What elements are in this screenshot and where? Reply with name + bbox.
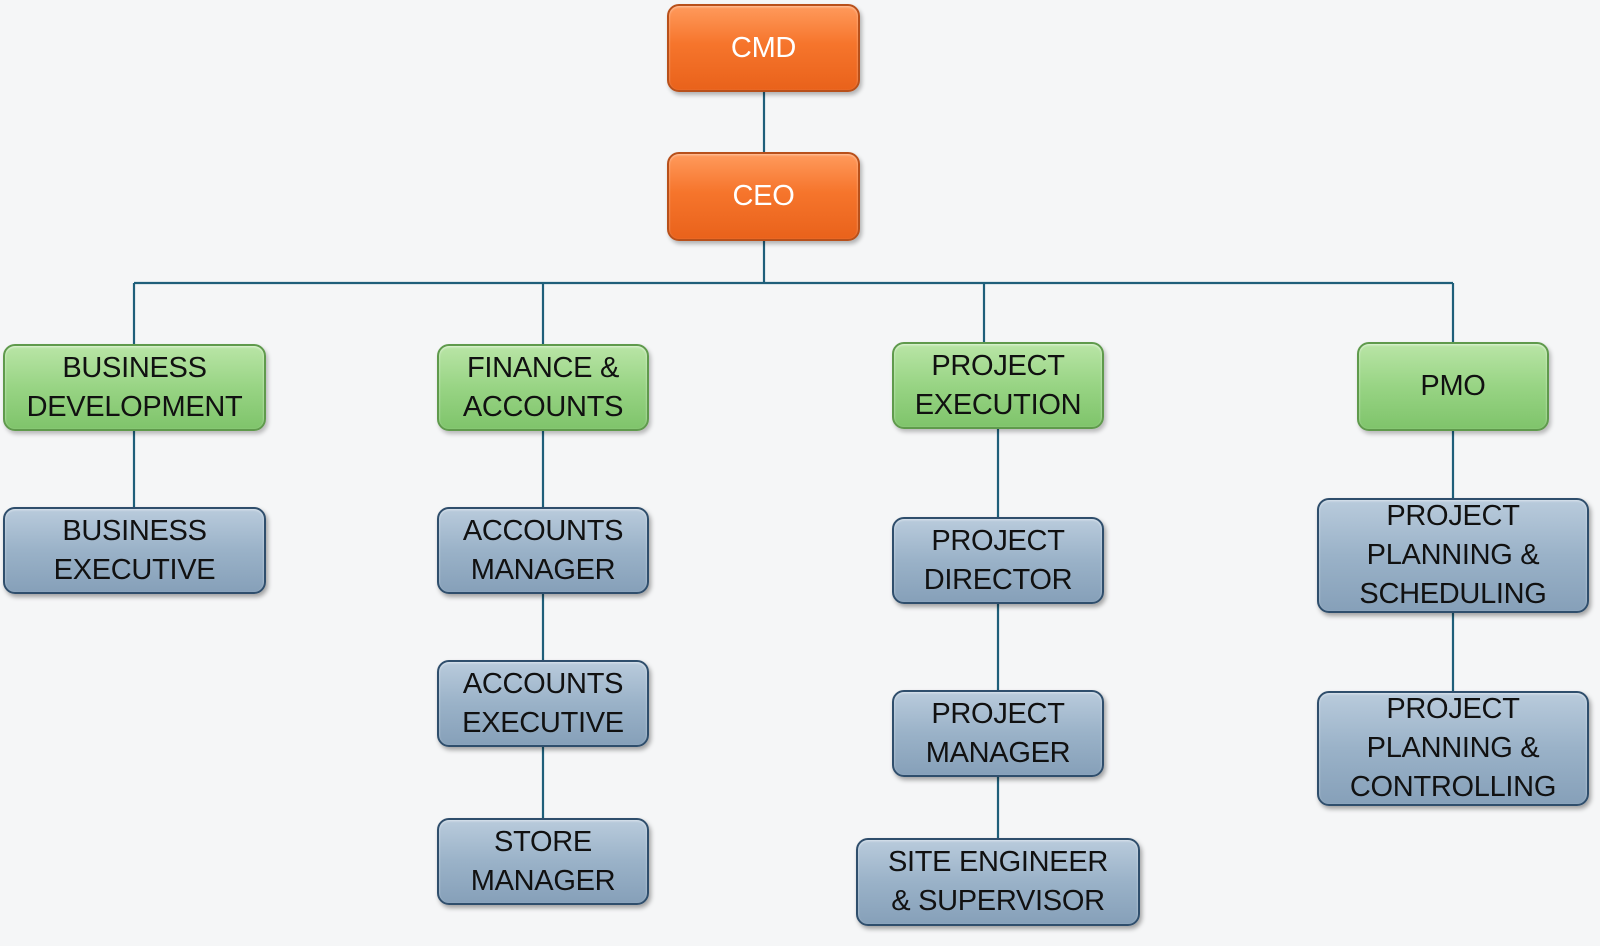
node-site-engineer-supervisor-line-1: SITE ENGINEER — [887, 846, 1109, 878]
node-project-director-line-1: PROJECT — [931, 524, 1065, 557]
node-ceo: CEO — [667, 152, 860, 241]
node-site-engineer-supervisor: SITE ENGINEER & SUPERVISOR — [856, 838, 1140, 926]
node-project-director-line-2: DIRECTOR — [923, 563, 1073, 596]
node-finance-accounts-line-2: ACCOUNTS — [462, 390, 624, 423]
node-accounts-manager: ACCOUNTS MANAGER — [437, 507, 649, 594]
node-project-execution-line-2: EXECUTION — [914, 388, 1082, 421]
node-accounts-executive-line-2: EXECUTIVE — [462, 706, 624, 739]
node-project-planning-scheduling: PROJECT PLANNING & SCHEDULING — [1317, 498, 1589, 613]
node-project-director: PROJECT DIRECTOR — [892, 517, 1104, 604]
node-project-planning-controlling-line-3: CONTROLLING — [1349, 771, 1557, 803]
node-project-manager: PROJECT MANAGER — [892, 690, 1104, 777]
node-cmd: CMD — [667, 4, 860, 92]
node-project-manager-line-2: MANAGER — [925, 736, 1071, 769]
node-business-executive-line-2: EXECUTIVE — [53, 553, 216, 586]
node-business-executive: BUSINESS EXECUTIVE — [3, 507, 266, 594]
node-business-development-line-1: BUSINESS — [62, 351, 207, 384]
node-project-planning-scheduling-line-2: PLANNING & — [1366, 539, 1540, 571]
node-accounts-executive-line-1: ACCOUNTS — [462, 667, 624, 700]
node-finance-accounts: FINANCE & ACCOUNTS — [437, 344, 649, 431]
node-project-execution: PROJECT EXECUTION — [892, 342, 1104, 429]
node-project-manager-line-1: PROJECT — [931, 697, 1065, 730]
node-pmo: PMO — [1357, 342, 1549, 431]
node-project-planning-controlling: PROJECT PLANNING & CONTROLLING — [1317, 691, 1589, 806]
node-store-manager-line-1: STORE — [494, 825, 592, 858]
node-site-engineer-supervisor-line-2: & SUPERVISOR — [891, 885, 1105, 917]
node-accounts-manager-line-1: ACCOUNTS — [462, 514, 624, 547]
node-store-manager-line-2: MANAGER — [470, 864, 616, 897]
node-accounts-manager-line-2: MANAGER — [470, 553, 616, 586]
node-cmd-line-1: CMD — [730, 31, 797, 64]
node-project-planning-controlling-line-1: PROJECT — [1386, 693, 1520, 725]
node-project-planning-scheduling-line-3: SCHEDULING — [1359, 578, 1547, 610]
node-store-manager: STORE MANAGER — [437, 818, 649, 905]
node-pmo-line-1: PMO — [1420, 370, 1486, 402]
node-business-development-line-2: DEVELOPMENT — [26, 390, 243, 423]
node-project-execution-line-1: PROJECT — [931, 349, 1065, 382]
node-ceo-line-1: CEO — [732, 180, 795, 212]
node-project-planning-scheduling-line-1: PROJECT — [1386, 500, 1520, 532]
node-finance-accounts-line-1: FINANCE & — [467, 351, 619, 384]
node-business-development: BUSINESS DEVELOPMENT — [3, 344, 266, 431]
node-accounts-executive: ACCOUNTS EXECUTIVE — [437, 660, 649, 747]
node-project-planning-controlling-line-2: PLANNING & — [1366, 732, 1540, 764]
node-business-executive-line-1: BUSINESS — [62, 514, 207, 547]
